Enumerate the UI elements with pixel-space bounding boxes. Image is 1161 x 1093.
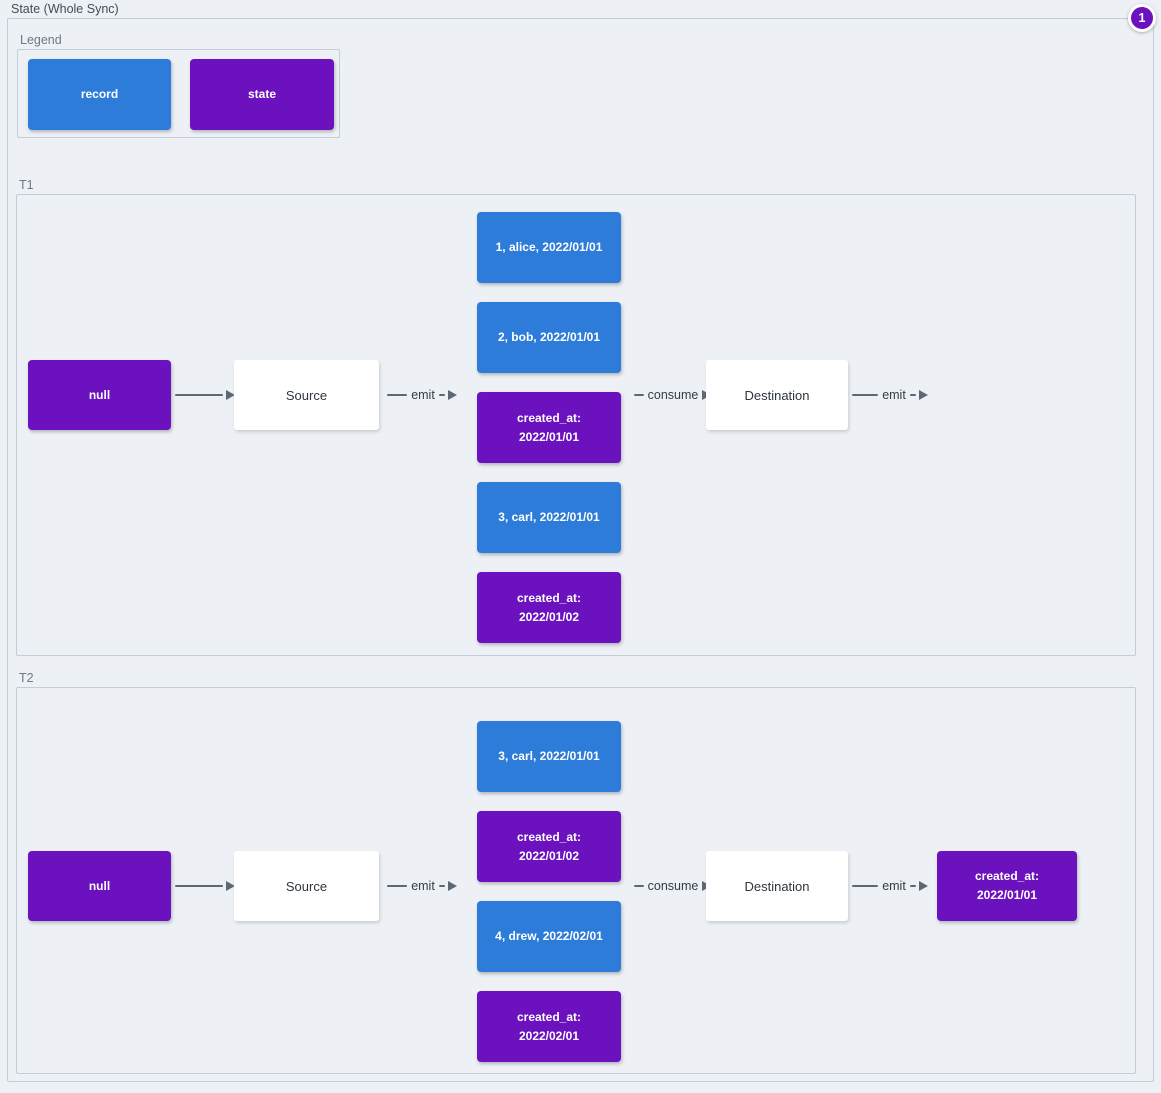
arrowhead-icon	[918, 390, 928, 400]
edge-null-to-source	[175, 880, 235, 892]
legend-record-card: record	[28, 59, 171, 130]
section-t1: T1 null Source emit 1, alice, 2022/01/01…	[16, 178, 1136, 656]
edge-line	[175, 885, 223, 887]
edge-label: consume	[647, 879, 699, 893]
input-state-card: null	[28, 360, 171, 430]
edge-line	[909, 885, 916, 887]
edge-source-emit: emit	[383, 879, 461, 893]
state-card: created_at: 2022/01/02	[477, 811, 621, 882]
edge-destination-emit: emit	[849, 879, 931, 893]
page-title: State (Whole Sync)	[11, 2, 119, 16]
input-state-card: null	[28, 851, 171, 921]
source-node: Source	[234, 851, 379, 921]
state-card: created_at: 2022/02/01	[477, 991, 621, 1062]
edge-line	[387, 394, 408, 396]
arrowhead-icon	[447, 390, 457, 400]
edge-label: emit	[882, 879, 906, 893]
state-card: created_at: 2022/01/02	[477, 572, 621, 643]
arrowhead-icon	[226, 390, 235, 400]
annotation-badge[interactable]: 1	[1128, 4, 1156, 32]
section-t2-label: T2	[19, 671, 34, 685]
edge-line	[438, 885, 445, 887]
edge-line	[633, 885, 644, 887]
edge-label: emit	[882, 388, 906, 402]
edge-label: emit	[411, 388, 435, 402]
edge-source-emit: emit	[383, 388, 461, 402]
record-card: 3, carl, 2022/01/01	[477, 482, 621, 553]
edge-line	[909, 394, 916, 396]
edge-destination-emit: emit	[849, 388, 931, 402]
record-card: 2, bob, 2022/01/01	[477, 302, 621, 373]
arrowhead-icon	[918, 881, 928, 891]
legend-state-card: state	[190, 59, 334, 130]
legend-group: Legend record state	[17, 33, 340, 138]
edge-line	[387, 885, 408, 887]
section-t1-label: T1	[19, 178, 34, 192]
edge-line	[438, 394, 445, 396]
edge-line	[175, 394, 223, 396]
destination-node: Destination	[706, 360, 848, 430]
legend-label: Legend	[20, 33, 62, 47]
record-card: 1, alice, 2022/01/01	[477, 212, 621, 283]
section-t2: T2 null Source emit 3, carl, 2022/01/01 …	[16, 671, 1136, 1074]
state-card: created_at: 2022/01/01	[477, 392, 621, 463]
output-state-card: created_at: 2022/01/01	[937, 851, 1077, 921]
edge-label: emit	[411, 879, 435, 893]
arrowhead-icon	[447, 881, 457, 891]
state-whole-sync-group: State (Whole Sync) Legend record state T…	[7, 2, 1154, 1082]
edge-line	[852, 394, 879, 396]
arrowhead-icon	[226, 881, 235, 891]
record-card: 4, drew, 2022/02/01	[477, 901, 621, 972]
source-node: Source	[234, 360, 379, 430]
destination-node: Destination	[706, 851, 848, 921]
edge-line	[852, 885, 879, 887]
edge-label: consume	[647, 388, 699, 402]
edge-null-to-source	[175, 389, 235, 401]
record-card: 3, carl, 2022/01/01	[477, 721, 621, 792]
edge-line	[633, 394, 644, 396]
